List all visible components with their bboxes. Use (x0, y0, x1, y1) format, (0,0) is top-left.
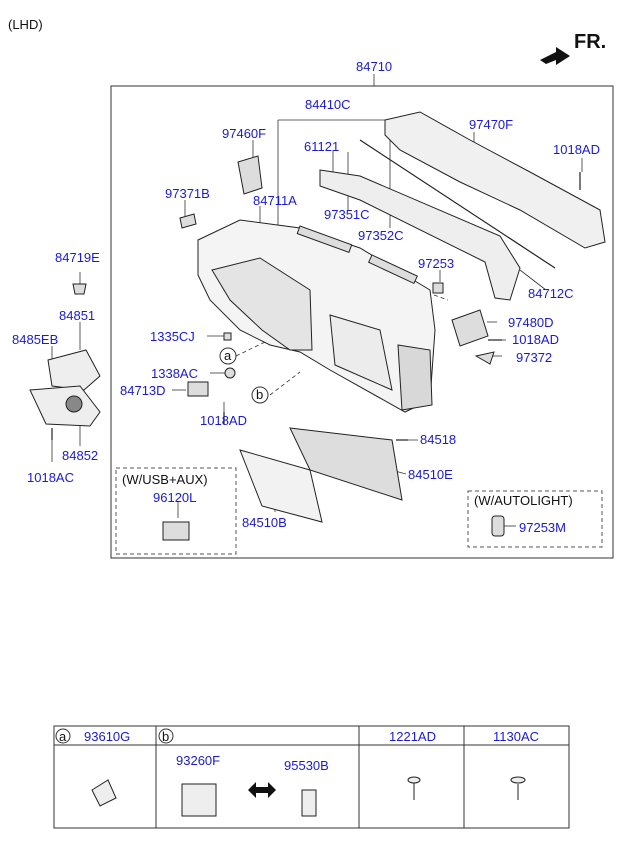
callout-b: b (256, 387, 264, 402)
vent-97460F (237, 155, 263, 195)
table-part-1130AC: 1130AC (493, 729, 540, 744)
table-letter-b: b (162, 729, 170, 744)
column-shroud (29, 349, 101, 427)
cover-95530B-icon (301, 789, 317, 817)
part-1335CJ (223, 332, 232, 341)
part-label-61121: 61121 (304, 139, 340, 154)
part-label-8485EB: 8485EB (12, 332, 59, 347)
callout-b-circle (251, 386, 269, 404)
vent-97480D (451, 309, 489, 347)
part-label-1018AD-right: 1018AD (512, 332, 559, 347)
part-label-84518: 84518 (420, 432, 457, 447)
callout-a-circle (219, 347, 237, 365)
part-label-84410C: 84410C (305, 97, 351, 112)
part-label-84713D: 84713D (120, 383, 166, 398)
part-97352C (367, 254, 418, 285)
part-label-97460F: 97460F (222, 126, 267, 141)
crash-pad (197, 219, 436, 413)
clip-93610G-icon (91, 779, 117, 807)
glove-box-cover-84510B (239, 449, 323, 523)
part-label-1018AD-top: 1018AD (553, 142, 600, 157)
air-duct (384, 111, 606, 249)
part-label-97470F: 97470F (469, 117, 514, 132)
interchange-arrow-icon (248, 782, 276, 798)
defroster-strip (319, 169, 521, 301)
table-part-1221AD: 1221AD (389, 729, 436, 744)
autolight-caption: (W/AUTOLIGHT) (474, 493, 573, 508)
part-label-84852: 84852 (62, 448, 99, 463)
part-label-1338AC: 1338AC (151, 366, 198, 381)
part-label-97253: 97253 (418, 256, 455, 271)
part-label-97480D: 97480D (508, 315, 554, 330)
part-label-84510E: 84510E (408, 467, 453, 482)
table-letter-a: a (59, 729, 67, 744)
part-label-84712C: 84712C (528, 286, 574, 301)
table-part-93610G: 93610G (84, 729, 131, 744)
variant-label: (LHD) (8, 17, 43, 32)
part-84719E (72, 283, 87, 295)
part-label-1018AD-lower: 1018AD (200, 413, 247, 428)
front-arrow-icon (540, 47, 570, 65)
part-label-97372: 97372 (516, 350, 553, 365)
table-part-93260F: 93260F (176, 753, 221, 768)
switch-93260F-icon (181, 783, 217, 817)
part-label-97253M: 97253M (519, 520, 566, 535)
part-label-84710: 84710 (356, 59, 393, 74)
part-1338AC (224, 367, 236, 379)
part-97351C (296, 225, 353, 253)
part-97372 (474, 351, 495, 365)
part-label-97352C: 97352C (358, 228, 404, 243)
table-part-95530B: 95530B (284, 758, 329, 773)
part-label-96120L: 96120L (153, 490, 197, 505)
part-97253 (432, 282, 444, 294)
part-97371B (179, 213, 197, 229)
part-label-1335CJ: 1335CJ (150, 329, 195, 344)
part-84713D (187, 381, 209, 397)
front-label: FR. (574, 31, 607, 53)
glove-box-84510E (289, 427, 403, 501)
main-frame (110, 85, 614, 559)
part-label-97371B: 97371B (165, 186, 210, 201)
part-label-97351C: 97351C (324, 207, 370, 222)
autolight-option-box (467, 490, 603, 548)
part-label-84851: 84851 (59, 308, 96, 323)
part-label-84711A: 84711A (253, 193, 297, 208)
part-label-1018AC: 1018AC (27, 470, 74, 485)
usb-aux-caption: (W/USB+AUX) (122, 472, 208, 487)
part-label-84510B: 84510B (242, 515, 287, 530)
usb-aux-option-box (115, 467, 237, 555)
part-label-84719E: 84719E (55, 250, 100, 265)
autolight-sensor-97253M (491, 515, 505, 537)
fastener-table (53, 725, 570, 829)
usb-aux-96120L (162, 521, 190, 541)
callout-a: a (224, 348, 232, 363)
